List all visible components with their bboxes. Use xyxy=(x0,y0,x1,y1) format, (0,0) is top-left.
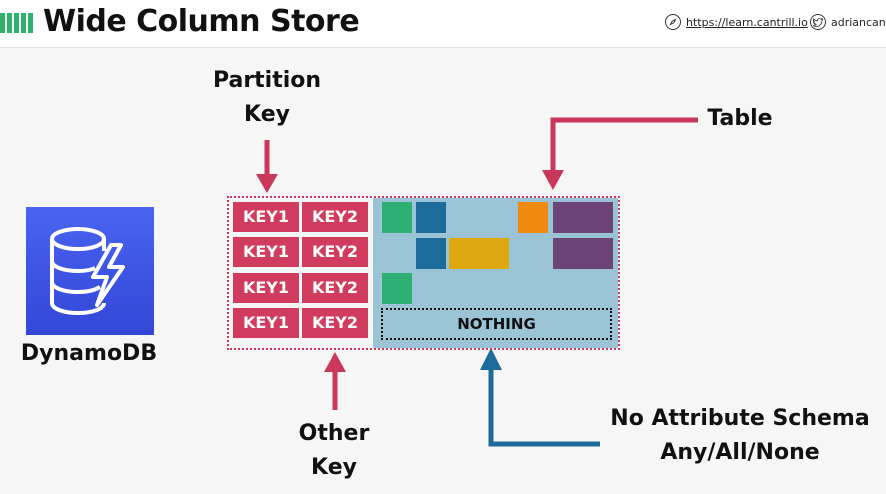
partition-key-cell: KEY1 xyxy=(233,273,299,303)
other-key-cell: KEY2 xyxy=(302,202,368,232)
partition-key-label-line1: Partition xyxy=(212,68,322,93)
twitter-handle[interactable]: adriancantr xyxy=(831,15,886,29)
attribute-cell-purple xyxy=(553,202,613,233)
website-link[interactable]: https://learn.cantrill.io xyxy=(665,14,808,30)
table-outline xyxy=(227,196,620,350)
other-key-arrow xyxy=(324,352,346,410)
attribute-cell-blue xyxy=(416,238,446,269)
other-key-cell: KEY2 xyxy=(302,308,368,338)
partition-key-cell: KEY1 xyxy=(233,237,299,267)
partition-key-cell: KEY1 xyxy=(233,308,299,338)
twitter-link[interactable]: adriancantr xyxy=(810,14,886,30)
other-key-label-line2: Key xyxy=(311,455,357,480)
brand-bars-icon xyxy=(0,13,33,33)
dynamodb-logo xyxy=(26,207,154,335)
partition-key-label-line2: Key xyxy=(244,102,290,127)
table-arrow xyxy=(542,117,698,190)
attribute-cell-blue xyxy=(416,202,446,233)
other-key-cell: KEY2 xyxy=(302,273,368,303)
attribute-schema-label-line2: Any/All/None xyxy=(660,440,820,465)
attribute-schema-label-line1: No Attribute Schema xyxy=(610,406,870,431)
website-url[interactable]: https://learn.cantrill.io xyxy=(686,15,808,29)
dynamodb-database-lightning-icon xyxy=(50,227,125,316)
other-key-label: Other Key xyxy=(283,417,385,485)
attribute-cell-yellow xyxy=(449,238,509,269)
other-key-label-line1: Other xyxy=(298,421,370,446)
other-key-cell: KEY2 xyxy=(302,237,368,267)
slide-header: Wide Column Store https://learn.cantrill… xyxy=(0,0,886,48)
attribute-cell-green xyxy=(382,273,412,304)
table-label: Table xyxy=(707,106,773,131)
attribute-cell-orange xyxy=(518,202,548,233)
partition-key-cell: KEY1 xyxy=(233,202,299,232)
slide-title: Wide Column Store xyxy=(43,4,360,39)
schema-arrow xyxy=(480,348,600,447)
attribute-schema-label: No Attribute Schema Any/All/None xyxy=(604,402,876,470)
partition-key-label: Partition Key xyxy=(196,64,338,132)
dynamodb-label: DynamoDB xyxy=(20,341,158,366)
nothing-cell: NOTHING xyxy=(381,308,612,340)
attribute-cell-green xyxy=(382,202,412,233)
twitter-bird-icon xyxy=(810,14,826,30)
attribute-cell-purple xyxy=(553,238,613,269)
compass-icon xyxy=(665,14,681,30)
partition-key-arrow xyxy=(256,140,278,193)
